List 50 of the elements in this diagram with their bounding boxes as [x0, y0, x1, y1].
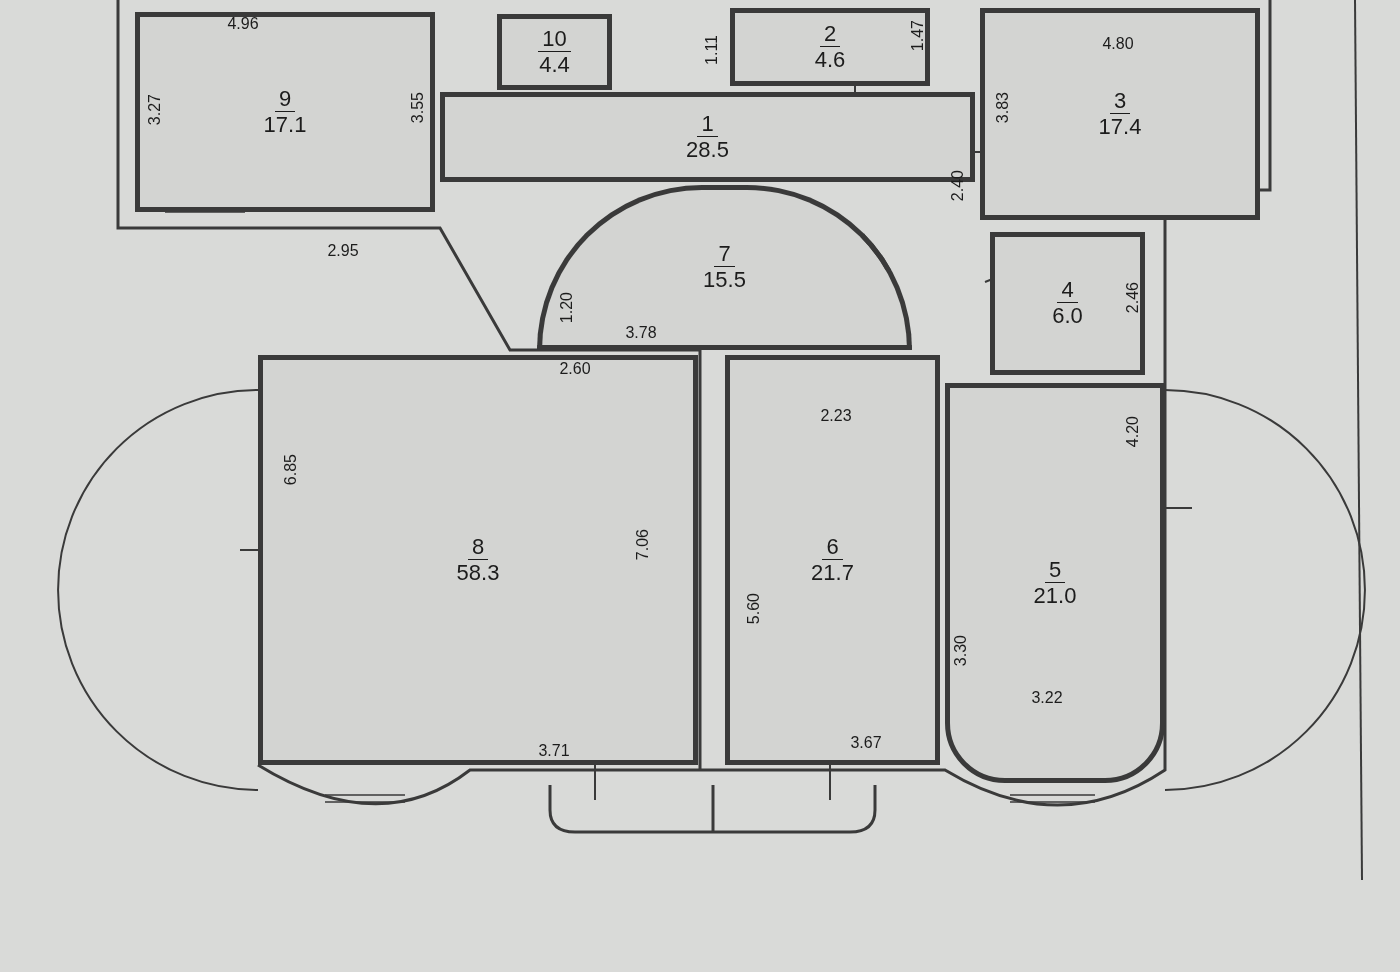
- dimension-label: 3.55: [409, 92, 427, 124]
- room: [730, 8, 930, 86]
- dimension-label: 2.40: [949, 170, 967, 202]
- room: [945, 383, 1165, 783]
- dimension-label: 3.67: [850, 734, 882, 752]
- dimension-label: 1.11: [703, 35, 721, 65]
- room: [497, 14, 612, 90]
- dimension-label: 4.96: [227, 15, 259, 33]
- room-number: 8: [467, 534, 489, 560]
- room-number: 10: [538, 26, 571, 52]
- room-area: 17.1: [263, 111, 307, 138]
- room: [990, 232, 1145, 375]
- dimension-label: 4.20: [1124, 416, 1142, 448]
- room-area: 15.5: [703, 267, 746, 293]
- room-area: 58.3: [456, 559, 500, 586]
- dimension-label: 2.95: [327, 242, 359, 260]
- room-number: 3: [1109, 88, 1131, 114]
- dimension-label: 3.22: [1031, 689, 1063, 707]
- room-area: 4.6: [814, 46, 846, 73]
- room-number: 6: [822, 534, 843, 560]
- dimension-label: 7.06: [634, 529, 652, 561]
- dimension-label: 3.71: [538, 742, 570, 760]
- dimension-label: 3.83: [994, 92, 1012, 124]
- dimension-label: 1.20: [558, 292, 576, 324]
- room-area: 21.0: [1033, 582, 1077, 609]
- room-number: 5: [1044, 557, 1066, 583]
- dimension-label: 5.60: [745, 593, 763, 625]
- dimension-label: 3.27: [146, 94, 164, 126]
- dimension-label: 6.85: [282, 454, 300, 486]
- dimension-label: 3.30: [952, 635, 970, 667]
- room-number: 9: [274, 86, 296, 112]
- room-area: 6.0: [1052, 303, 1083, 329]
- dimension-label: 3.78: [625, 324, 657, 342]
- dimension-label: 1.47: [909, 20, 927, 52]
- dimension-label: 2.23: [820, 407, 852, 425]
- room: [980, 8, 1260, 220]
- room-area: 4.4: [539, 51, 570, 78]
- dimension-label: 4.80: [1102, 35, 1134, 53]
- room-number: 1: [697, 111, 718, 137]
- room-area: 21.7: [811, 559, 854, 586]
- room-number: 7: [714, 242, 735, 267]
- room-area: 28.5: [686, 136, 729, 163]
- room: [135, 12, 435, 212]
- dimension-label: 2.46: [1124, 282, 1142, 314]
- room-area: 17.4: [1098, 113, 1142, 140]
- room-number: 4: [1057, 278, 1078, 303]
- room-number: 2: [819, 21, 841, 47]
- room: [725, 355, 940, 765]
- dimension-label: 2.60: [559, 360, 591, 378]
- room: [258, 355, 698, 765]
